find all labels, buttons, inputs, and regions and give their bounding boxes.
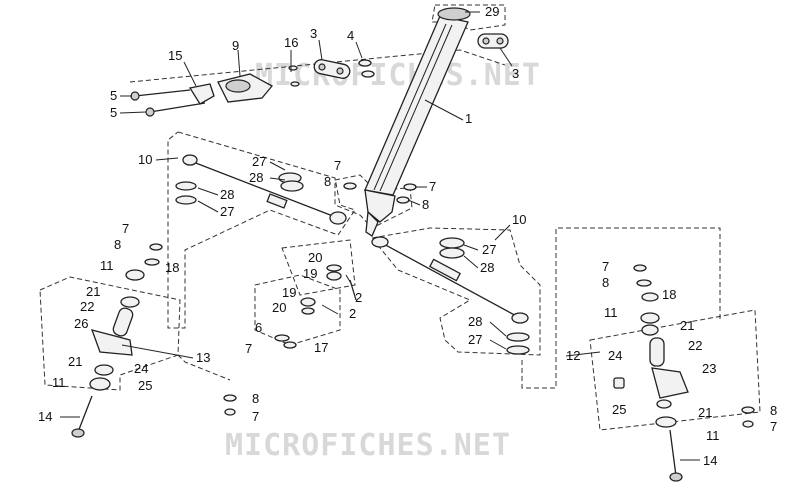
callout-3-right: 3 [512,66,519,81]
callout-28-left-bottom: 28 [220,187,234,202]
callout-18-left: 18 [165,260,179,275]
callout-14-left: 14 [38,409,52,424]
callout-22-right: 22 [688,338,702,353]
callout-7-left: 7 [122,221,129,236]
callout-25-left: 25 [138,378,152,393]
callout-21-right-top: 21 [680,318,694,333]
group-outline-left-knuckle [39,276,181,391]
upper-clamp-right [477,33,509,49]
callout-29: 29 [485,4,499,19]
callout-8-right: 8 [602,275,609,290]
callout-19-lower: 19 [282,285,296,300]
callout-28-right-bottom: 28 [468,314,482,329]
linkage-hardware [223,394,755,428]
upper-clamp-left [313,59,351,79]
knuckle-right [613,264,689,482]
callout-23: 23 [702,361,716,376]
callout-24-left: 24 [134,361,148,376]
callout-7-right-link: 7 [770,419,777,434]
callout-28-left-top: 28 [249,170,263,185]
callout-24-right: 24 [608,348,622,363]
callout-22-left: 22 [80,299,94,314]
callout-13: 13 [196,350,210,365]
bracket-15 [188,83,215,105]
callout-27-right-top: 27 [482,242,496,257]
watermark-top: MICROFICHES.NET [255,58,541,93]
callout-16: 16 [284,35,298,50]
callout-26: 26 [74,316,88,331]
callout-8-left: 8 [114,237,121,252]
tie-rod-right [371,236,530,355]
callout-11-left-bottom: 11 [52,375,66,390]
callout-27-left-bottom: 27 [220,204,234,219]
callout-17: 17 [314,340,328,355]
group-outline-tie-left [167,131,356,329]
pitman-parts [274,264,357,349]
callout-7-column: 7 [429,179,436,194]
callout-21-right-bottom: 21 [698,405,712,420]
callout-1: 1 [465,111,472,126]
callout-8-center: 8 [324,174,331,189]
callout-21-left-top: 21 [86,284,100,299]
callout-11-right-bottom: 11 [706,428,720,443]
knuckle-left [71,243,163,438]
callout-14-right: 14 [703,453,717,468]
callout-4: 4 [347,28,354,43]
group-outline-left-link [177,354,231,381]
callout-8-column: 8 [422,197,429,212]
callout-25-right: 25 [612,402,626,417]
bracket-plate [217,73,274,103]
callout-11-right-top: 11 [604,305,618,320]
group-outline-pitman-lower [254,274,341,346]
callout-27-left-top: 27 [252,154,266,169]
callout-8-right-link: 8 [770,403,777,418]
group-outline-tie-right [371,227,541,356]
callout-labels: 29 3 3 4 16 9 15 5 5 1 10 27 28 28 27 7 … [38,4,777,468]
callout-2-upper: 2 [355,290,362,305]
callout-12: 12 [566,348,580,363]
callout-21-left-bottom: 21 [68,354,82,369]
callout-7-pitman: 7 [245,341,252,356]
callout-5-upper: 5 [110,88,117,103]
callout-7-right: 7 [602,259,609,274]
callout-20-upper: 20 [308,250,322,265]
callout-5-lower: 5 [110,105,117,120]
callout-6: 6 [255,320,262,335]
callout-18-right: 18 [662,287,676,302]
leader-lines [60,11,700,461]
callout-19-upper: 19 [303,266,317,281]
group-outline-pitman-upper [281,239,356,296]
callout-7-center: 7 [334,158,341,173]
watermark-bottom: MICROFICHES.NET [225,428,511,463]
callout-28-right-top: 28 [480,260,494,275]
group-outline-right-link [521,227,721,389]
callout-10-left: 10 [138,152,152,167]
callout-11-left-top: 11 [100,258,114,273]
callout-27-right-bottom: 27 [468,332,482,347]
callout-9: 9 [232,38,239,53]
callout-20-lower: 20 [272,300,286,315]
callout-8-left-link: 8 [252,391,259,406]
tie-rod-left [175,154,347,225]
column-hardware [343,182,417,204]
callout-15: 15 [168,48,182,63]
callout-7-left-link: 7 [252,409,259,424]
steering-column [364,7,471,237]
callout-3-left: 3 [310,26,317,41]
callout-2-lower: 2 [349,306,356,321]
callout-10-right: 10 [512,212,526,227]
group-outline-top-bolts [129,49,506,83]
group-outline-column-bottom [334,174,413,229]
